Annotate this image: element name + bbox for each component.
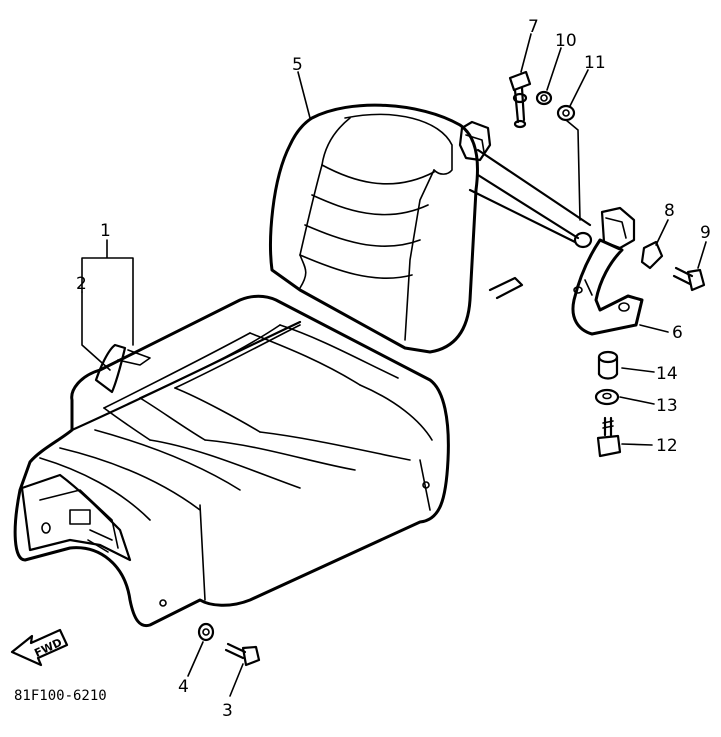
backrest (269, 103, 524, 354)
leader-lines (81, 33, 707, 697)
washer-11 (556, 104, 576, 122)
callout-5: 5 (292, 55, 303, 75)
callout-7: 7 (528, 17, 539, 37)
figure-code: 81F100-6210 (14, 688, 107, 704)
callout-4: 4 (178, 677, 189, 697)
bolt-3 (224, 642, 261, 667)
callout-2: 2 (76, 274, 87, 294)
callout-13: 13 (656, 396, 678, 416)
callout-6: 6 (672, 323, 683, 343)
washer-13 (594, 388, 620, 406)
bolt-7 (508, 70, 532, 129)
bolt-12 (596, 416, 622, 458)
callout-1: 1 (100, 221, 111, 241)
callout-14: 14 (656, 364, 678, 384)
callout-10: 10 (555, 31, 577, 51)
callout-12: 12 (656, 436, 678, 456)
nut-10 (535, 90, 553, 106)
seat-tab-2 (94, 343, 151, 394)
callout-8: 8 (664, 201, 675, 221)
seat-cushion (13, 294, 450, 628)
fwd-arrow: FWD (10, 628, 69, 667)
washer-4 (197, 622, 215, 642)
clip-8 (640, 240, 664, 270)
collar-14 (597, 350, 619, 380)
callout-11: 11 (584, 53, 606, 73)
callout-3: 3 (222, 701, 233, 721)
callout-labels: 1 2 3 4 5 6 7 8 9 10 11 12 13 14 (76, 17, 711, 721)
bolt-9 (672, 266, 706, 292)
callout-9: 9 (700, 223, 711, 243)
backrest-bracket (458, 120, 644, 336)
